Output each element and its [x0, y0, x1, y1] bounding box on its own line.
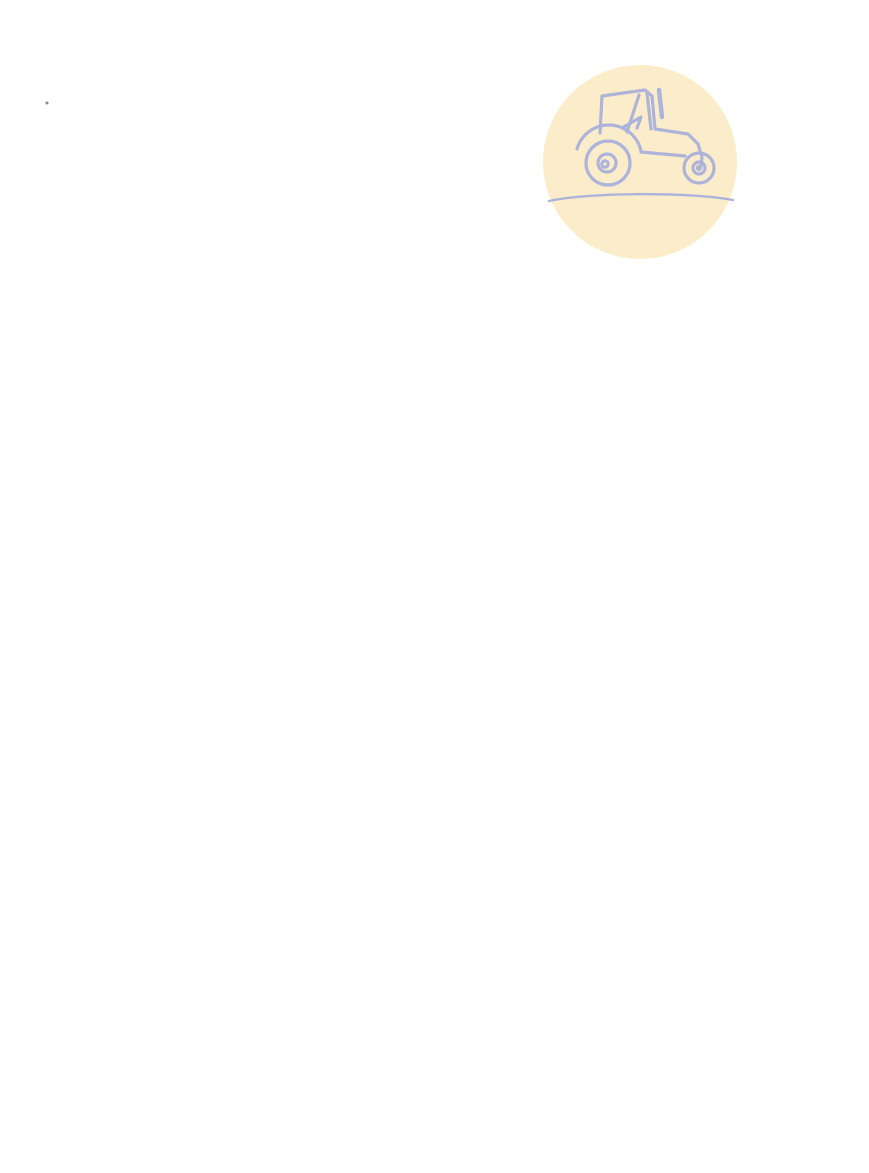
watermark-circle — [543, 65, 737, 259]
tractor-icon — [547, 87, 735, 203]
stray-dot — [45, 101, 49, 105]
watermark — [543, 65, 737, 259]
